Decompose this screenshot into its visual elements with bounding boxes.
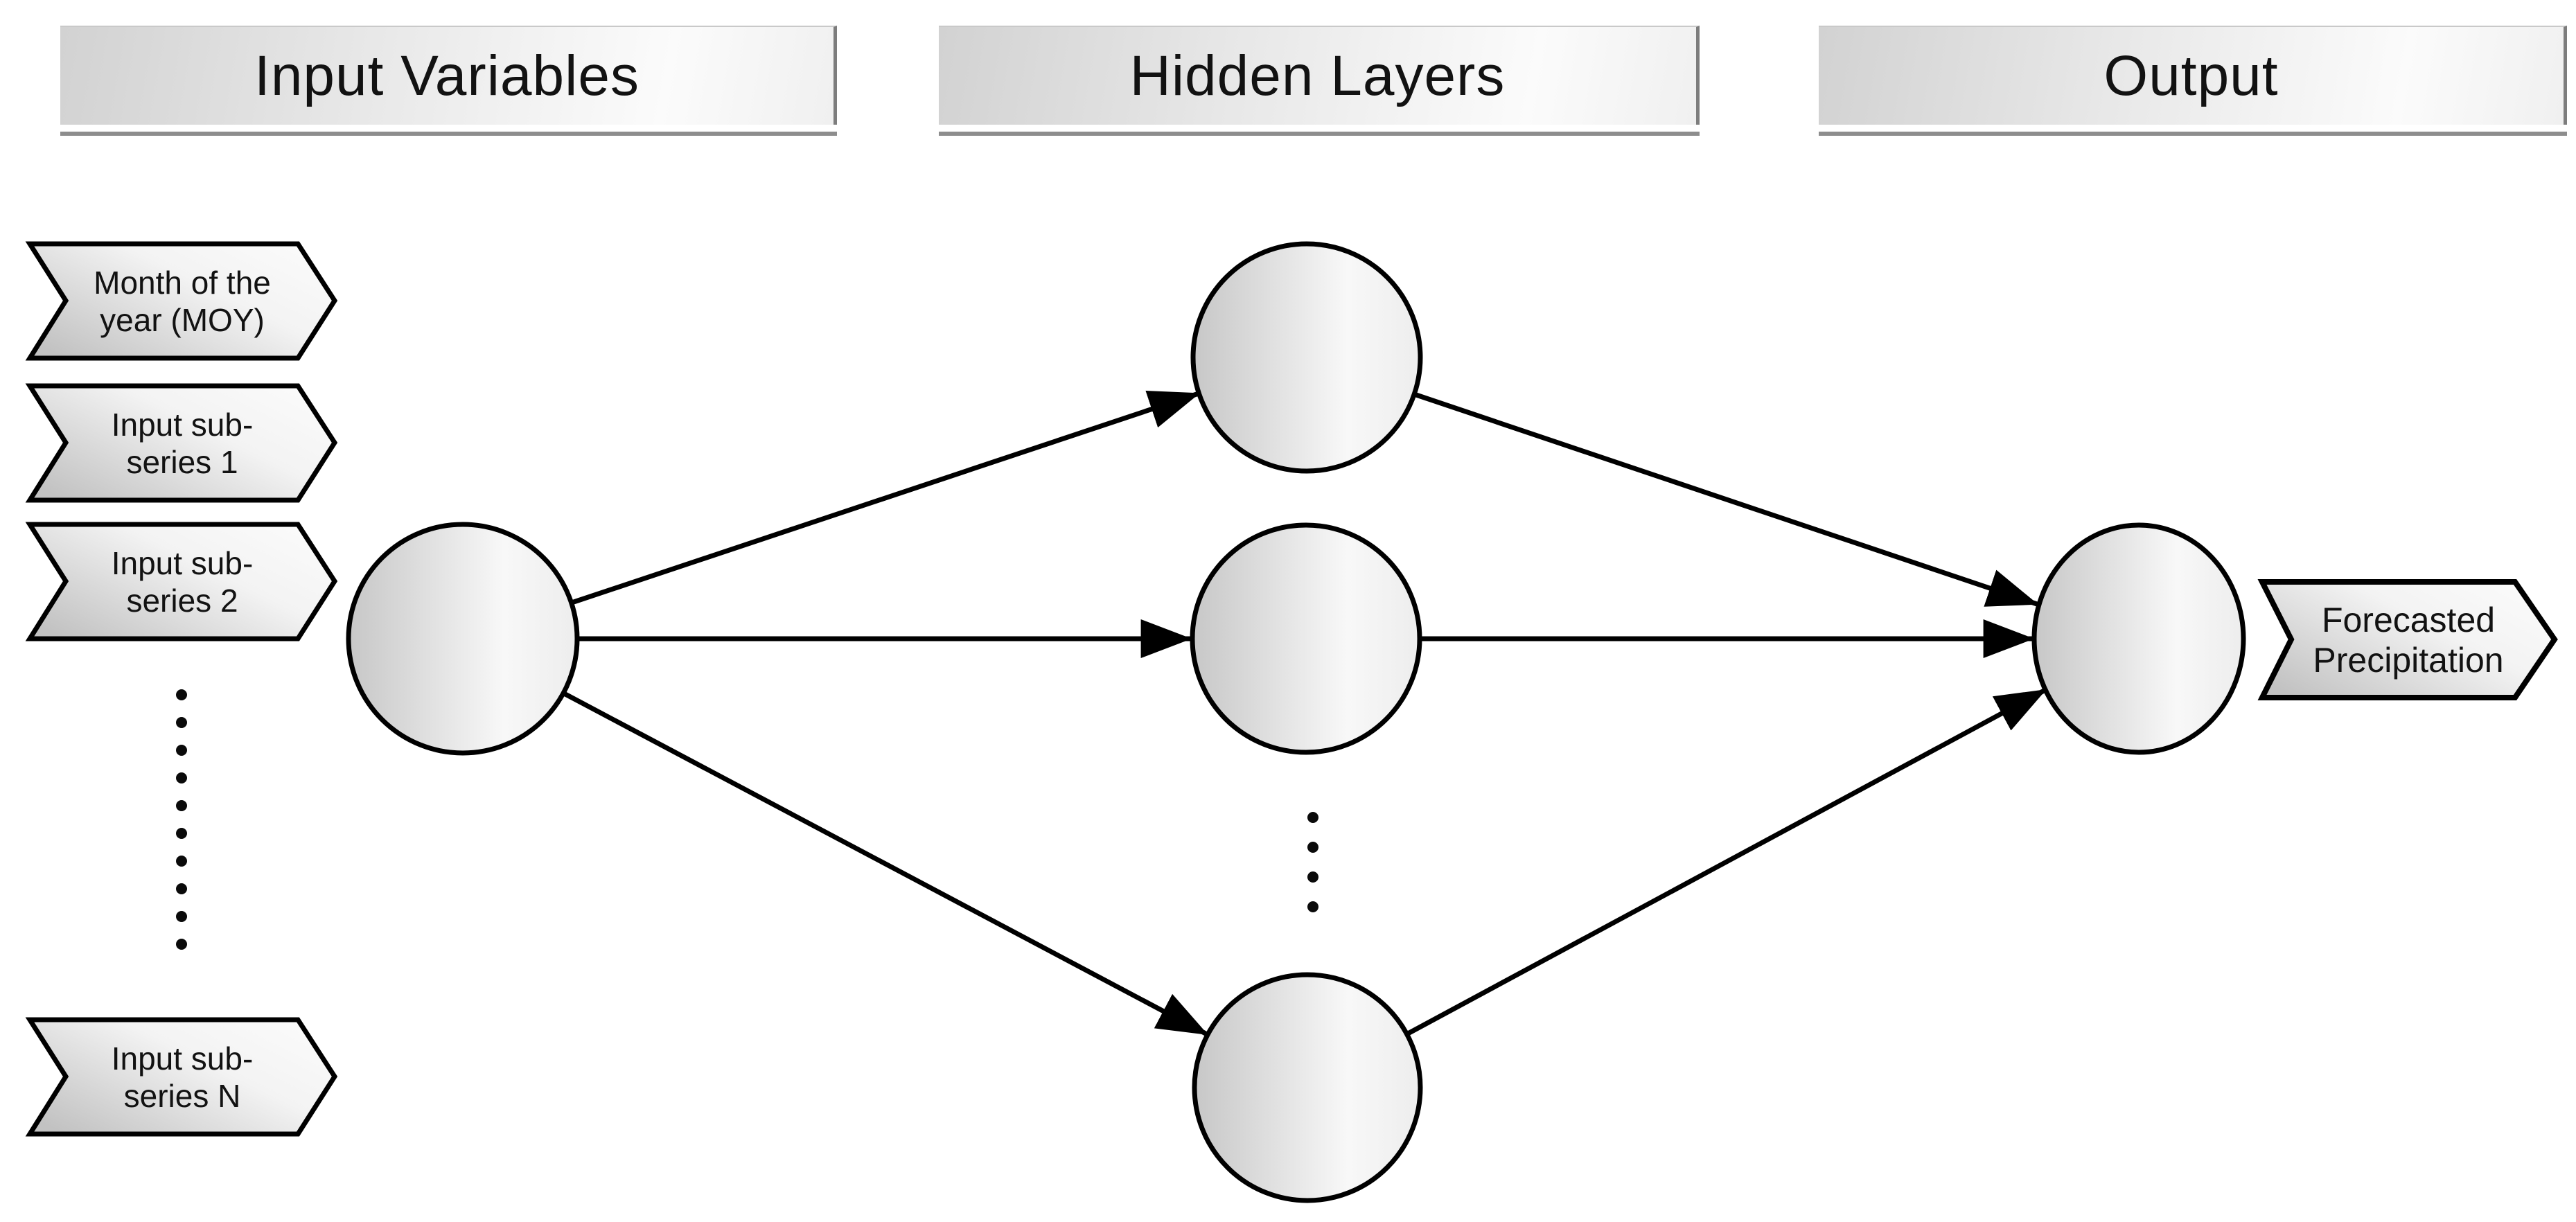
column-header-hidden-layers: Hidden Layers <box>939 26 1700 125</box>
dot <box>176 939 187 950</box>
hidden-node-bottom <box>1192 972 1423 1203</box>
nodes <box>346 241 2246 1203</box>
dot <box>1307 871 1318 883</box>
column-header-input-variables: Input Variables <box>60 26 837 125</box>
input-tag-subseries-2: Input sub- series 2 <box>30 524 335 639</box>
tag-line: year (MOY) <box>100 301 265 338</box>
ellipsis-dots-input <box>176 689 187 950</box>
arrow-input-to-hidden-bottom <box>563 691 1208 1037</box>
dot <box>1307 842 1318 853</box>
header-label: Output <box>2103 44 2279 107</box>
dot <box>176 828 187 839</box>
tag-shape-subseries-1 <box>25 383 338 503</box>
ellipsis-dots-hidden <box>1307 812 1318 912</box>
tag-shape-subseries-2 <box>25 522 338 641</box>
dot <box>176 911 187 922</box>
tag-line: Input sub- <box>111 1040 254 1077</box>
header-label: Hidden Layers <box>1129 44 1506 107</box>
input-node <box>346 522 580 756</box>
header-underline <box>1819 132 2567 136</box>
header-underline <box>60 132 837 136</box>
tag-line: series 1 <box>126 443 238 480</box>
arrow-input-to-hidden-top <box>570 391 1200 605</box>
tag-shape-forecasted-precipitation <box>2257 579 2558 700</box>
dot <box>1307 901 1318 912</box>
dot <box>176 800 187 811</box>
output-tag-forecasted-precipitation: Forecasted Precipitation <box>2262 582 2555 698</box>
header-label: Input Variables <box>254 44 639 107</box>
input-tag-moy: Month of the year (MOY) <box>30 244 335 358</box>
dot <box>176 717 187 728</box>
header-underline <box>939 132 1700 136</box>
input-tag-subseries-n: Input sub- series N <box>30 1020 335 1134</box>
dot <box>176 745 187 756</box>
connector-arrows <box>563 391 2047 1037</box>
dot <box>176 772 187 783</box>
tag-line: Input sub- <box>111 406 254 443</box>
input-tag-subseries-1: Input sub- series 1 <box>30 386 335 500</box>
tag-line: Forecasted <box>2321 600 2496 639</box>
hidden-node-top <box>1190 241 1423 474</box>
tag-line: Precipitation <box>2313 640 2504 680</box>
arrow-hidden-bottom-to-output <box>1406 687 2047 1036</box>
tag-shape-subseries-n <box>25 1017 338 1137</box>
hidden-node-middle <box>1190 522 1422 755</box>
tag-line: Input sub- <box>111 544 254 581</box>
tag-shape-moy <box>25 241 338 361</box>
output-node <box>2031 522 2246 755</box>
dot <box>176 689 187 700</box>
arrow-hidden-top-to-output <box>1413 391 2038 607</box>
tag-line: Month of the <box>94 264 271 301</box>
dot <box>1307 812 1318 823</box>
column-header-output: Output <box>1819 26 2567 125</box>
dot <box>176 856 187 867</box>
tag-line: series 2 <box>126 582 238 619</box>
input-tag-shapes <box>25 241 338 1137</box>
tag-line: series N <box>123 1077 241 1114</box>
dot <box>176 883 187 894</box>
